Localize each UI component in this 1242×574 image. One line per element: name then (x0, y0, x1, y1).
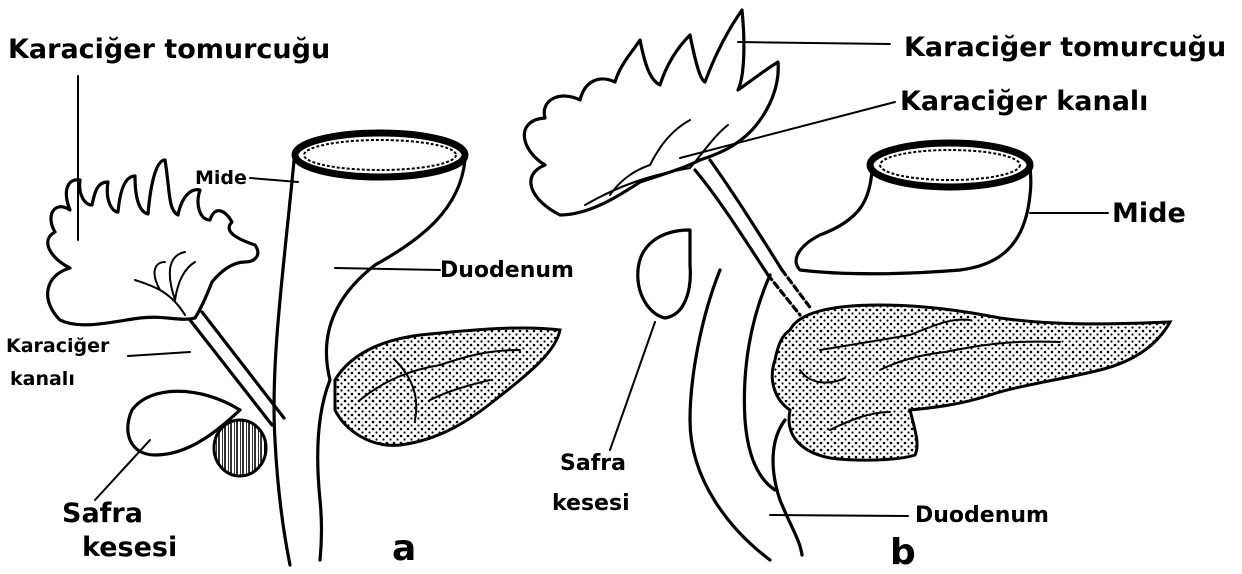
panel-marker-b: b (890, 532, 916, 573)
label-gallbladder-a-2: kesesi (82, 532, 177, 563)
gallbladder-b (638, 230, 691, 318)
pancreas-a (335, 328, 560, 445)
label-hepatic-duct-a-1: Karaciğer (6, 335, 110, 357)
ventral-pancreas-bud-a (214, 420, 266, 476)
label-stomach-b: Mide (1112, 198, 1186, 229)
label-hepatic-duct-b: Karaciğer kanalı (900, 86, 1148, 117)
label-gallbladder-a-1: Safra (62, 498, 143, 529)
duodenum-b (690, 270, 770, 560)
stomach-opening-a (295, 133, 465, 177)
label-duodenum-b: Duodenum (915, 503, 1049, 528)
label-liver-bud-b: Karaciğer tomurcuğu (904, 32, 1226, 63)
panel-marker-a: a (392, 528, 416, 569)
label-gallbladder-b-2: kesesi (552, 491, 630, 516)
label-stomach-a: Mide (195, 167, 247, 189)
panel-a (48, 76, 560, 565)
label-duodenum-a: Duodenum (440, 258, 574, 283)
liver-bud-b (524, 10, 778, 215)
label-hepatic-duct-a-2: kanalı (10, 368, 75, 390)
label-liver-bud-a: Karaciğer tomurcuğu (8, 34, 330, 65)
label-gallbladder-b-1: Safra (560, 451, 626, 476)
stomach-wall-a (274, 150, 295, 565)
